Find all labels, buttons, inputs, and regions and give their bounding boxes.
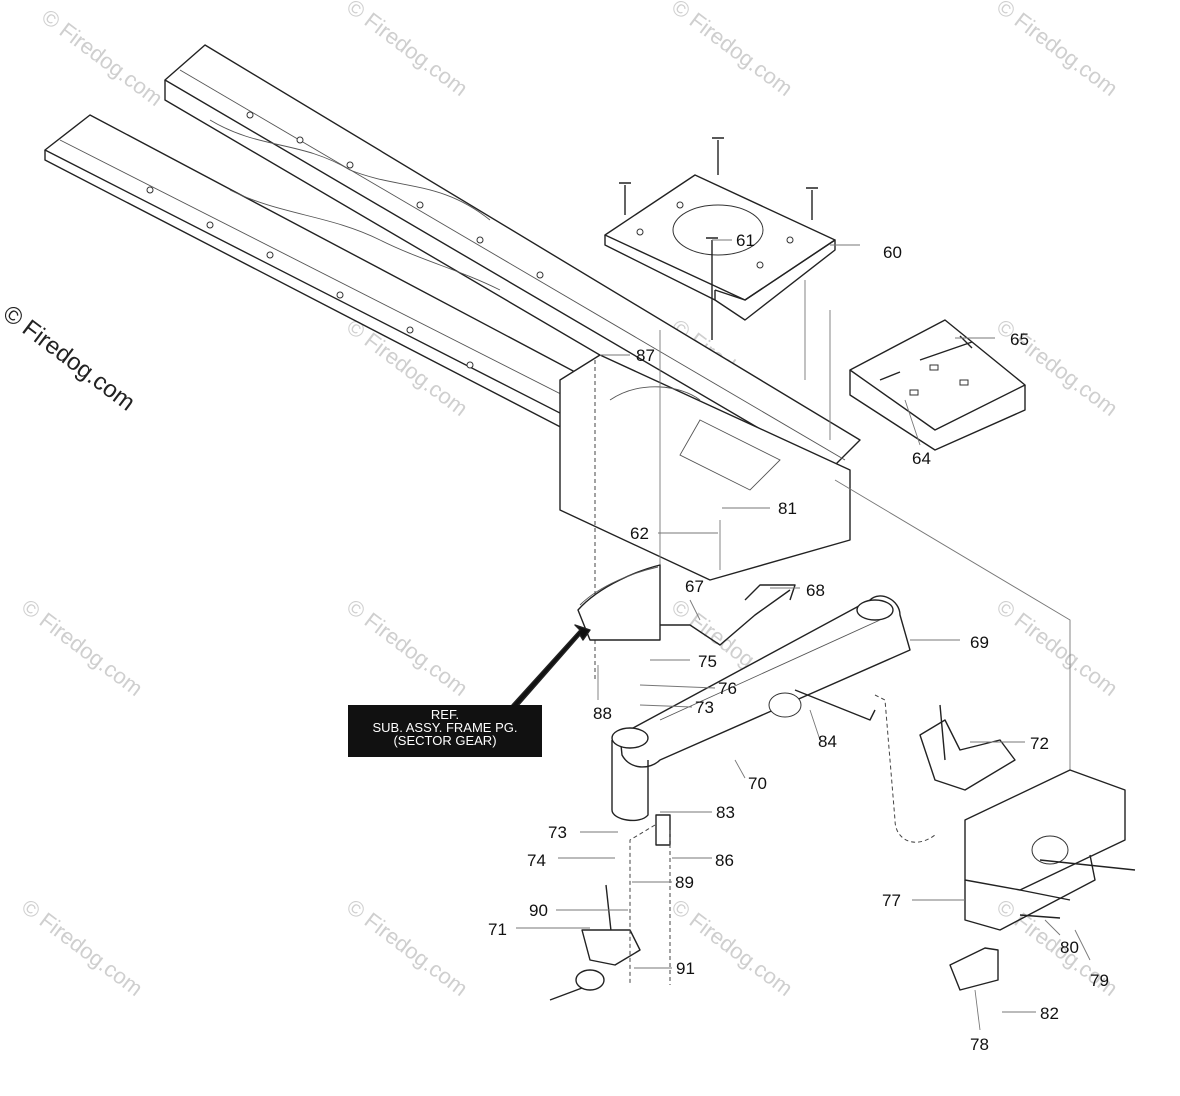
watermark: © Firedog.com [992, 594, 1123, 701]
callout-72: 72 [1030, 734, 1049, 753]
reference-note-box: REF. SUB. ASSY. FRAME PG. (SECTOR GEAR) [348, 705, 542, 757]
callout-75: 75 [698, 652, 717, 671]
part-71-spindle-left [549, 884, 641, 1001]
watermark: © Firedog.com [342, 894, 473, 1001]
frame-center-plate [559, 354, 851, 581]
watermark: © Firedog.com [667, 894, 798, 1001]
part-80-bolts [1019, 859, 1136, 919]
callout-65: 65 [1010, 330, 1029, 349]
callout-89: 89 [675, 873, 694, 892]
callout-79: 79 [1090, 971, 1109, 990]
callout-69: 69 [970, 633, 989, 652]
callout-86: 86 [715, 851, 734, 870]
ref-line-2: SUB. ASSY. FRAME PG. [372, 720, 518, 735]
part-60-mount-plate [604, 174, 836, 321]
callout-74: 74 [527, 851, 546, 870]
callout-73-bottom: 73 [548, 823, 567, 842]
callout-88: 88 [593, 704, 612, 723]
ref-line-1: REF. [430, 707, 460, 722]
watermark: © Firedog.com [17, 594, 148, 701]
callout-90: 90 [529, 901, 548, 920]
watermark: © Firedog.com [342, 0, 473, 101]
callout-76: 76 [718, 679, 737, 698]
callout-82: 82 [1040, 1004, 1059, 1023]
part-77-front-bracket [964, 769, 1126, 931]
callout-60: 60 [883, 243, 902, 262]
part-70-axle [611, 595, 911, 822]
callout-62: 62 [630, 524, 649, 543]
watermark: © Firedog.com [37, 4, 168, 111]
watermark: © Firedog.com [667, 0, 798, 101]
callout-71: 71 [488, 920, 507, 939]
sector-gear [577, 564, 661, 641]
callout-67: 67 [685, 577, 704, 596]
part-72-spindle-right [919, 704, 1016, 791]
watermark: © Firedog.com [17, 894, 148, 1001]
callout-73-top: 73 [695, 698, 714, 717]
callout-84: 84 [818, 732, 837, 751]
callout-70: 70 [748, 774, 767, 793]
callout-80: 80 [1060, 938, 1079, 957]
callout-91: 91 [676, 959, 695, 978]
callout-labels: 60 61 62 64 65 67 68 69 70 71 72 73 73 7… [488, 231, 1109, 1054]
callout-77: 77 [882, 891, 901, 910]
part-83-tie-rod [629, 814, 671, 985]
callout-64: 64 [912, 449, 931, 468]
callout-78: 78 [970, 1035, 989, 1054]
part-78-bracket [949, 947, 999, 991]
callout-81: 81 [778, 499, 797, 518]
ref-line-3: (SECTOR GEAR) [393, 733, 497, 748]
callout-leaders [511, 239, 1091, 1031]
part-64-bracket [849, 319, 1026, 451]
watermark: © Firedog.com [992, 0, 1123, 101]
callout-83: 83 [716, 803, 735, 822]
dashed-guide [874, 694, 936, 843]
callout-68: 68 [806, 581, 825, 600]
watermark: © Firedog.com [342, 594, 473, 701]
steering-links [660, 584, 876, 721]
plate-bolts [619, 137, 818, 340]
callout-61: 61 [736, 231, 755, 250]
callout-87: 87 [636, 346, 655, 365]
